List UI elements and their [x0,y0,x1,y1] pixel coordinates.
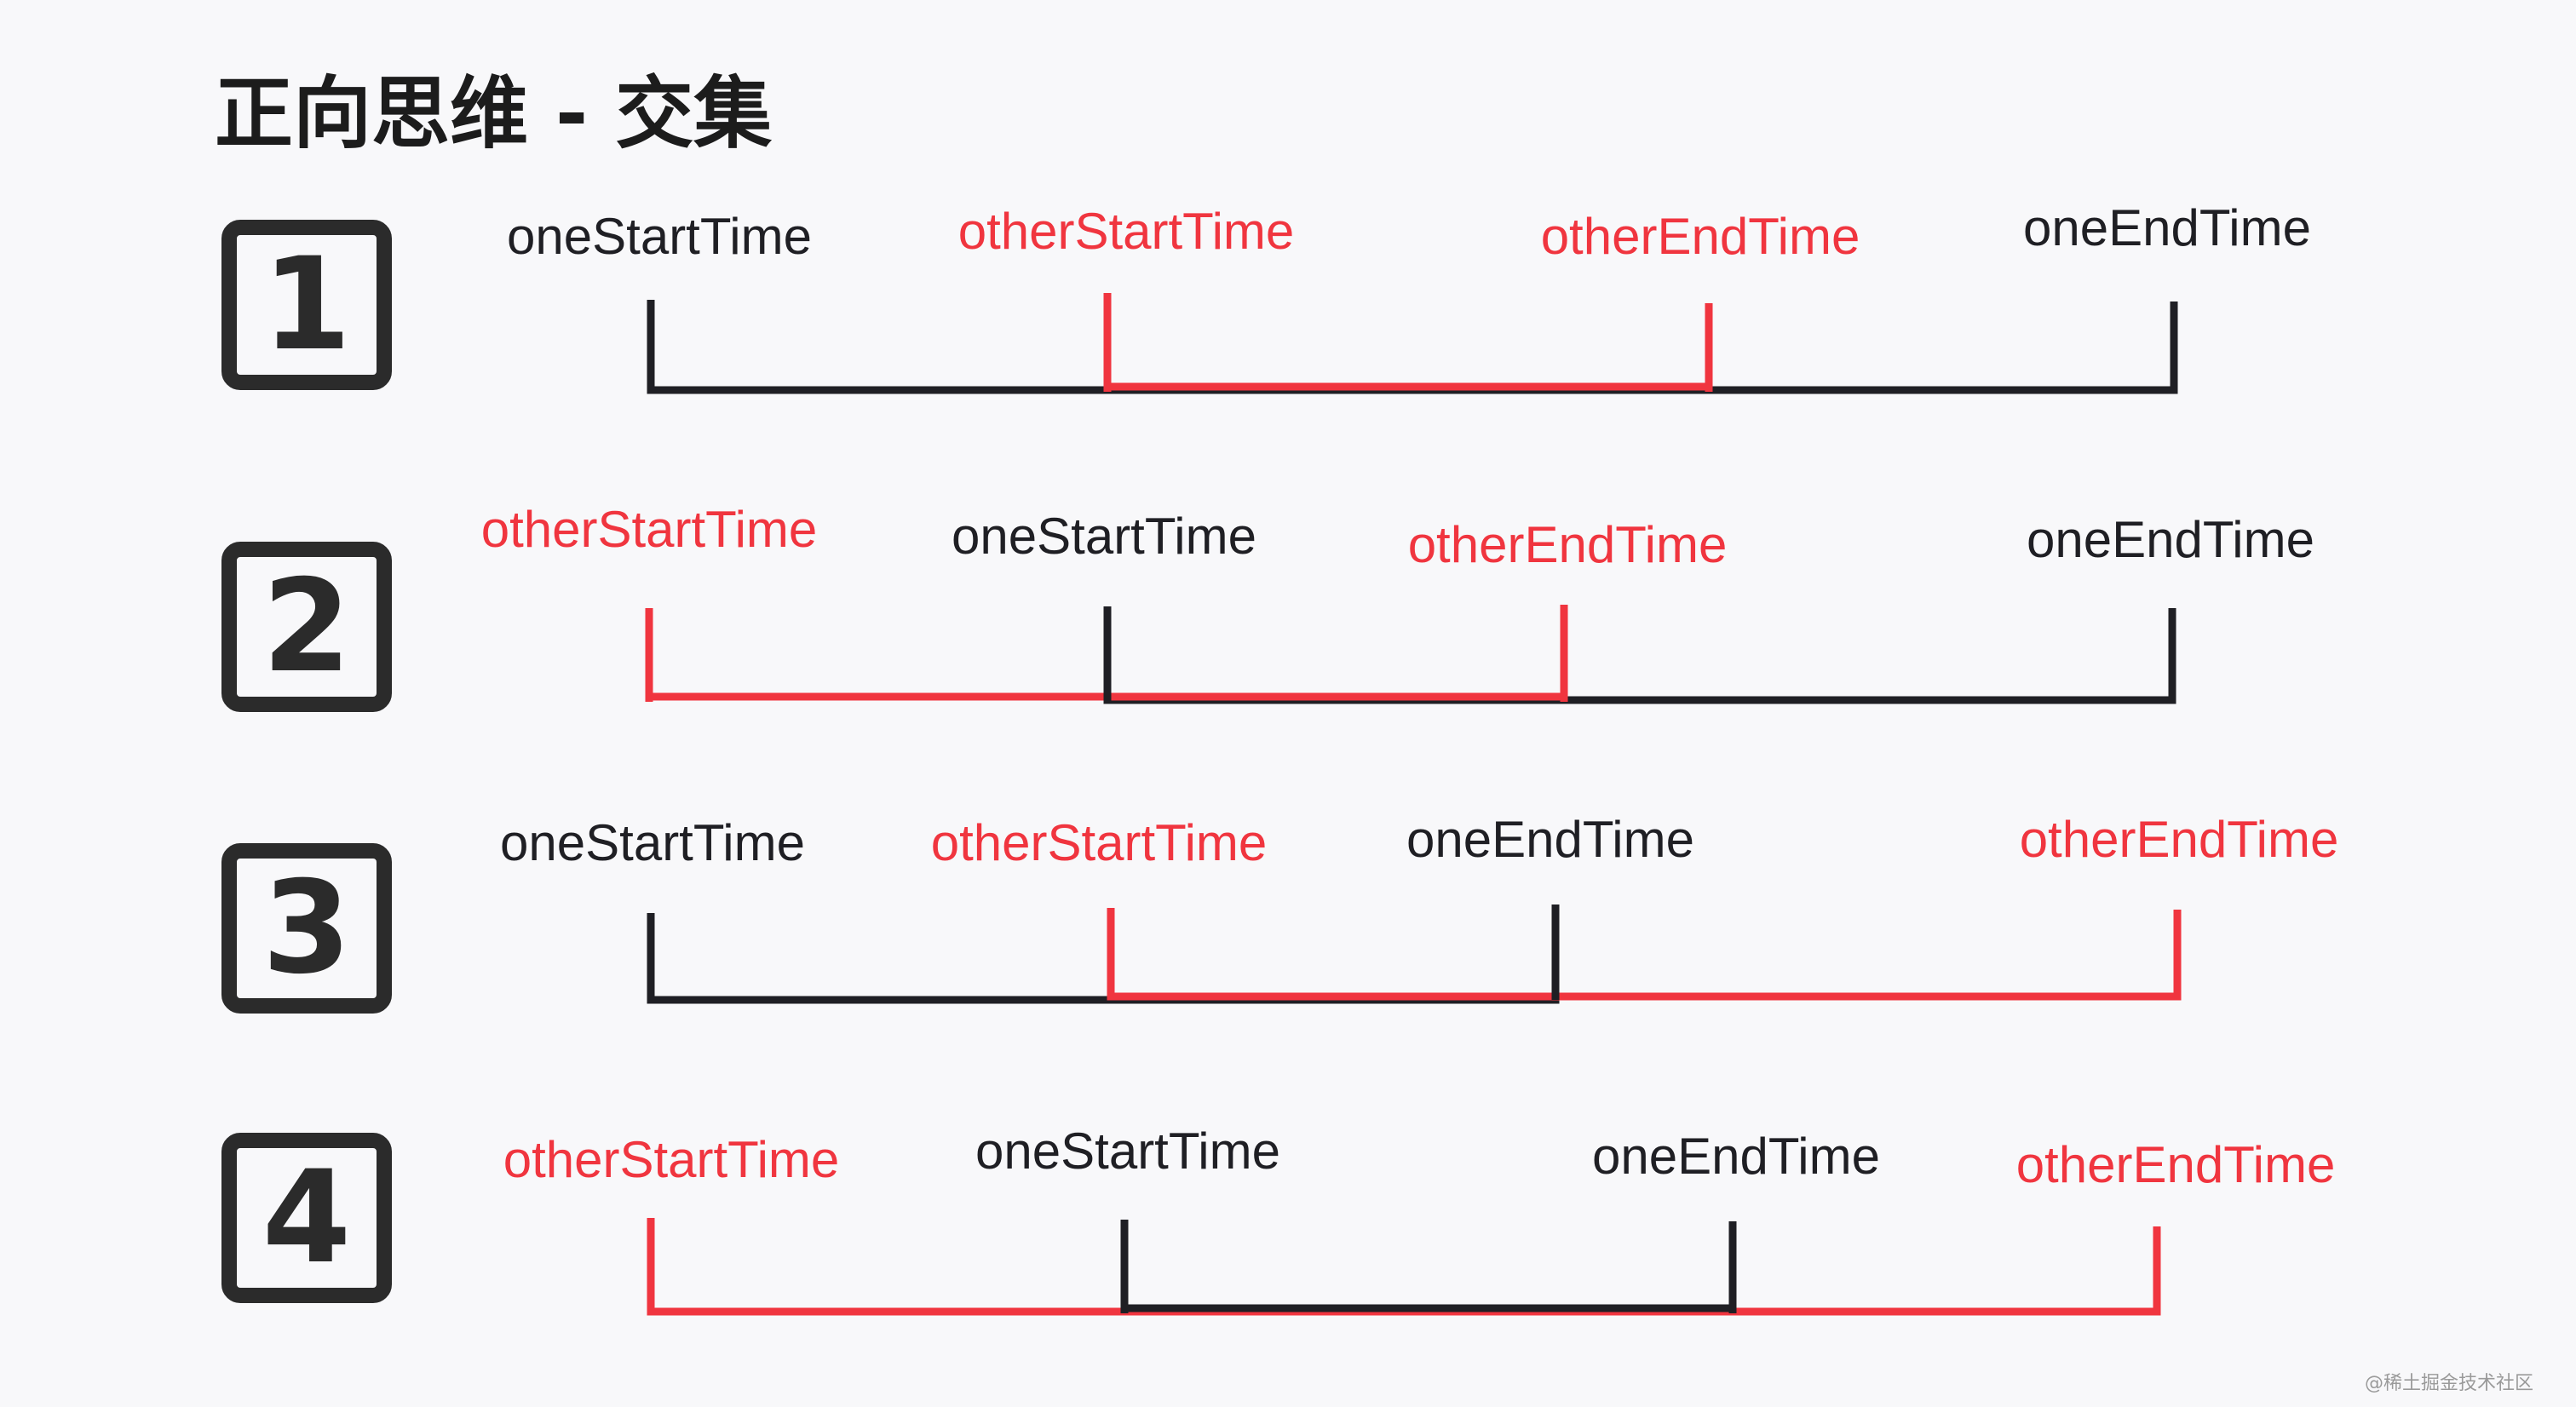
scenario-3-diagram: oneStartTime otherStartTime oneEndTime othe… [500,811,2339,1004]
scenario-3-label-oneStartTime: oneStartTime [500,814,805,871]
scenario-4-label-otherEndTime: otherEndTime [2016,1136,2336,1193]
page-title: 正向思维 - 交集 [215,68,773,159]
scenario-2-diagram: otherStartTime oneStartTime otherEndTime on… [481,501,2314,704]
scenario-1-label-otherEndTime: otherEndTime [1541,208,1860,265]
scenario-1-label-otherStartTime: otherStartTime [958,203,1295,260]
scenario-3-number-badge: 3 [221,843,392,1014]
scenario-2-label-oneStartTime: oneStartTime [952,508,1256,565]
scenario-2-number-badge: 2 [221,542,392,712]
scenario-4-label-oneStartTime: oneStartTime [975,1123,1280,1180]
scenario-2-label-oneEndTime: oneEndTime [2027,511,2314,568]
scenario-2-label-otherEndTime: otherEndTime [1408,516,1728,573]
scenario-4-label-oneEndTime: oneEndTime [1592,1128,1880,1185]
scenario-3-label-oneEndTime: oneEndTime [1406,811,1694,868]
scenario-2-label-otherStartTime: otherStartTime [481,501,818,558]
scenario-3-label-otherEndTime: otherEndTime [2020,811,2339,868]
scenario-1-label-oneStartTime: oneStartTime [507,208,812,265]
scenario-1-diagram: oneStartTime otherStartTime otherEndTime on… [507,199,2311,394]
scenario-4-diagram: otherStartTime oneStartTime oneEndTime othe… [503,1123,2336,1316]
scenario-4-number-badge: 4 [221,1133,392,1303]
scenario-1-label-oneEndTime: oneEndTime [2023,199,2311,256]
scenario-4-label-otherStartTime: otherStartTime [503,1131,840,1188]
scenario-1-number-badge: 1 [221,220,392,390]
watermark: @稀土掘金技术社区 [2364,1373,2533,1394]
scenario-3-label-otherStartTime: otherStartTime [931,814,1268,871]
